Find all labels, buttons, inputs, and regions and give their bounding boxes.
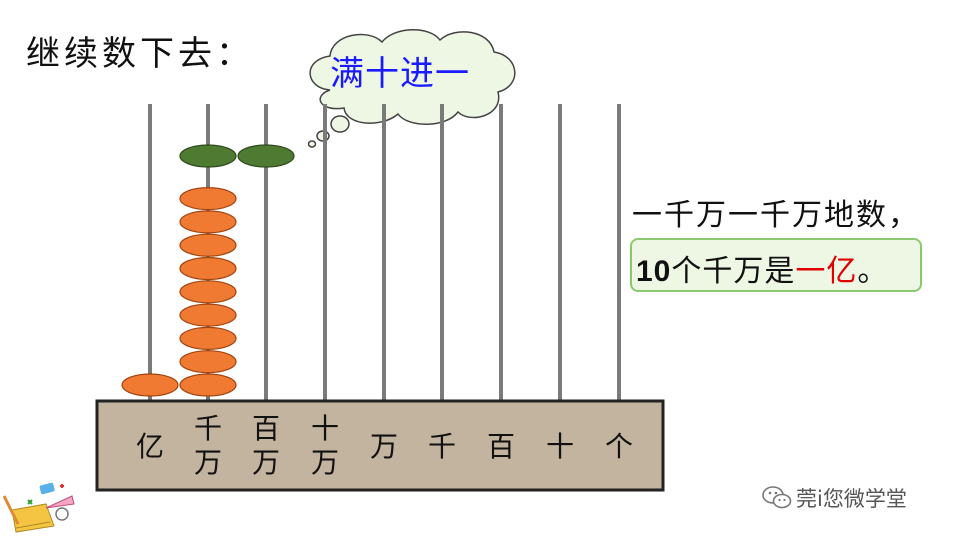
abacus-bead bbox=[179, 303, 237, 327]
explanation-end: 。 bbox=[857, 254, 889, 289]
explanation-box: 10个千万是一亿。 bbox=[630, 238, 922, 292]
place-value-label: 万 bbox=[359, 430, 409, 464]
place-value-label-top: 万 bbox=[369, 430, 398, 463]
place-value-label: 千 bbox=[417, 430, 467, 464]
watermark: 莞i您微学堂 bbox=[762, 483, 907, 513]
place-value-label: 百 bbox=[476, 430, 526, 464]
abacus-bead bbox=[179, 210, 237, 234]
place-value-label: 十 bbox=[535, 430, 585, 464]
place-value-label-bottom: 万 bbox=[251, 446, 280, 479]
place-value-label-top: 千 bbox=[427, 430, 456, 463]
page-heading: 继续数下去： bbox=[26, 34, 254, 74]
abacus-frame bbox=[95, 399, 665, 492]
place-value-label: 千万 bbox=[183, 412, 233, 480]
abacus-bead bbox=[179, 233, 237, 257]
abacus-bead bbox=[179, 187, 237, 211]
place-value-label-top: 十 bbox=[310, 412, 339, 445]
abacus-bead bbox=[179, 280, 237, 304]
place-value-label-top: 百 bbox=[251, 412, 280, 445]
place-value-label-top: 亿 bbox=[135, 430, 164, 463]
place-value-label-top: 千 bbox=[193, 412, 222, 445]
watermark-text: 莞i您微学堂 bbox=[796, 487, 907, 511]
abacus-bead bbox=[179, 350, 237, 374]
explanation-highlight: 一亿 bbox=[795, 254, 858, 289]
place-value-label: 亿 bbox=[125, 430, 175, 464]
place-value-label-bottom: 万 bbox=[193, 446, 222, 479]
place-value-label-top: 十 bbox=[545, 430, 574, 463]
explanation-line-2: 10个千万是一亿。 bbox=[636, 246, 888, 290]
place-value-label-bottom: 万 bbox=[310, 446, 339, 479]
explanation-text: 个千万是 bbox=[671, 254, 796, 289]
abacus-bead bbox=[179, 256, 237, 281]
place-value-label: 十万 bbox=[300, 412, 350, 480]
abacus-bead bbox=[179, 373, 237, 397]
abacus-top-marker bbox=[237, 144, 295, 168]
place-value-label: 个 bbox=[594, 430, 644, 464]
abacus-bead bbox=[121, 373, 179, 397]
abacus-bead bbox=[179, 326, 237, 350]
explanation-line-1: 一千万一千万地数， bbox=[632, 198, 920, 233]
explanation-number: 10 bbox=[636, 255, 672, 288]
math-stationery-icon bbox=[2, 482, 75, 533]
thought-bubble-text: 满十进一 bbox=[330, 54, 470, 94]
place-value-label-top: 个 bbox=[604, 430, 633, 463]
place-value-label-top: 百 bbox=[486, 430, 515, 463]
place-value-label: 百万 bbox=[241, 412, 291, 480]
abacus-top-marker bbox=[179, 144, 237, 168]
wechat-icon bbox=[762, 486, 792, 509]
